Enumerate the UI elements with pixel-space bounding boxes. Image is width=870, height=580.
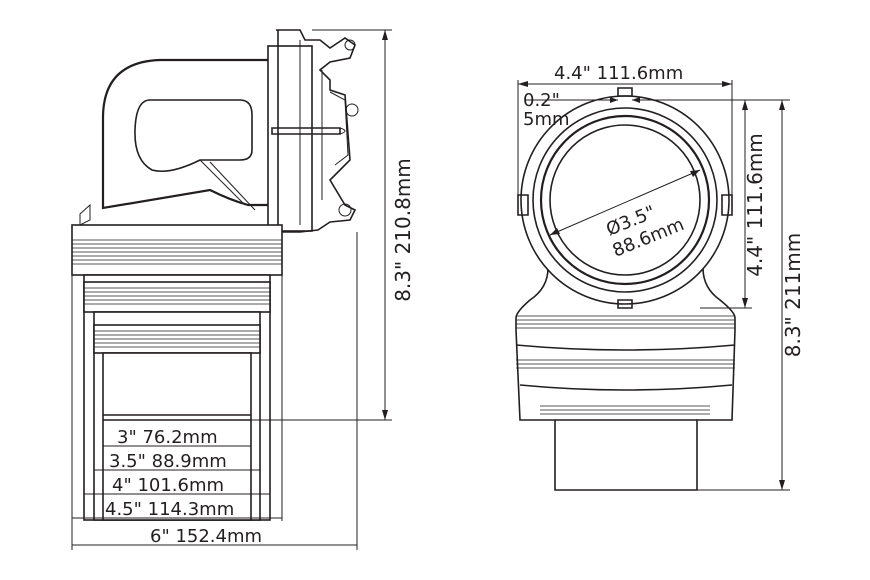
width-label-6in: 6" 152.4mm xyxy=(150,526,262,547)
flange-plate xyxy=(267,45,313,232)
front-view: Ø3.5" 88.6mm 4.4" 111.6mm 0.2" 5mm 4.4" … xyxy=(515,63,805,491)
bore-diameter-line xyxy=(549,169,701,236)
side-height-label: 8.3" 210.8mm xyxy=(391,158,415,302)
width-label-3-5in: 3.5" 88.9mm xyxy=(109,451,227,472)
front-inner-height-label: 4.4" 111.6mm xyxy=(743,133,767,277)
width-label-4-5in: 4.5" 114.3mm xyxy=(105,499,234,520)
front-height-label: 8.3" 211mm xyxy=(781,233,805,358)
elbow-outline xyxy=(101,58,272,210)
width-label-4in: 4" 101.6mm xyxy=(112,475,224,496)
elbow-inner-loop xyxy=(134,99,253,173)
side-width-dimensions: 3" 76.2mm 3.5" 88.9mm 4" 101.6mm 4.5" 11… xyxy=(71,232,358,550)
side-height-dimension: 8.3" 210.8mm xyxy=(251,29,415,421)
small-dim-line1: 0.2" xyxy=(523,90,560,111)
side-view: 8.3" 210.8mm 3" 76.2mm 3.5" 88.9mm 4" 10… xyxy=(71,29,415,550)
width-label-3in: 3" 76.2mm xyxy=(117,427,218,448)
front-width-label: 4.4" 111.6mm xyxy=(554,63,683,84)
body-top-ring xyxy=(71,224,283,276)
small-dim-line2: 5mm xyxy=(523,109,570,130)
